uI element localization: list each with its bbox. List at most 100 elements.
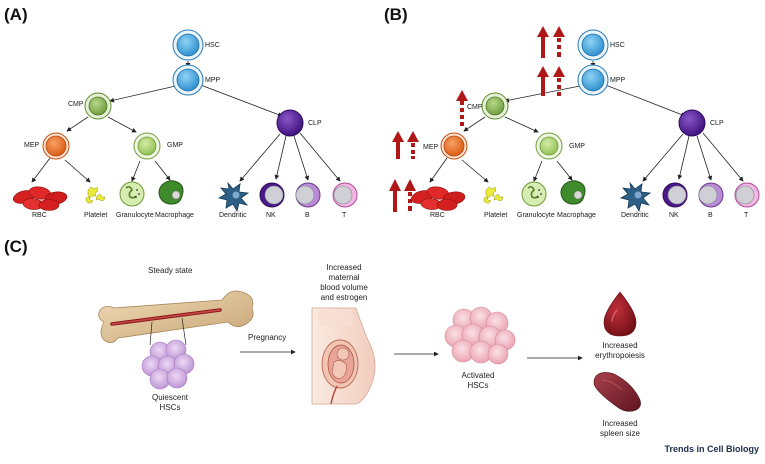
label-erythro-1: Increased: [602, 341, 637, 350]
label-maternal-1: Increased: [326, 263, 361, 272]
platelet-cells: [85, 186, 106, 204]
panel-label-b: (B): [384, 5, 408, 24]
label-dendritic: Dendritic: [219, 212, 247, 219]
arrow-clp-dendritic: [239, 133, 281, 182]
label-spleen-2: spleen size: [600, 429, 641, 438]
lineage-arrows-a: [31, 61, 341, 183]
increase-arrows: [389, 26, 565, 212]
rbc-cells: [12, 186, 68, 211]
label-granulocyte: Granulocyte: [116, 212, 154, 219]
macrophage-cell: [158, 180, 184, 205]
pregnant-abdomen-icon: [311, 307, 376, 405]
label-granulocyte-b: Granulocyte: [517, 212, 555, 219]
granulocyte-cell: [119, 181, 145, 207]
arrow-clp-b: [293, 135, 310, 181]
label-platelet-b: Platelet: [484, 212, 507, 219]
label-gmp: GMP: [167, 142, 183, 149]
arrow-mpp-cmp: [109, 84, 181, 103]
label-clp: CLP: [308, 120, 322, 127]
label-t-b: T: [744, 212, 749, 219]
callout-line-left: [149, 321, 153, 346]
spleen-icon: [593, 372, 641, 412]
dendritic-cell-b: [619, 181, 652, 213]
label-cmp: CMP: [68, 101, 84, 108]
panel-a: (A) HSC MPP: [4, 5, 358, 219]
quiescent-hsc-cluster: [141, 339, 195, 390]
label-quiescent-1: Quiescent: [152, 393, 189, 402]
label-mep-b: MEP: [423, 144, 439, 151]
gmp-cell: [133, 132, 161, 160]
nk-cell-b: [662, 182, 688, 208]
arrow-mep-platelet: [64, 159, 91, 183]
arrow-clp-nk: [274, 135, 287, 180]
nk-cell: [259, 182, 285, 208]
label-nk-b: NK: [669, 212, 679, 219]
label-gmp-b: GMP: [569, 143, 585, 150]
macrophage-cell-b: [560, 180, 586, 205]
up-arrow-rbc: [389, 179, 416, 212]
label-cmp-b: CMP: [467, 104, 483, 111]
label-b: B: [305, 212, 310, 219]
cmp-cell-b: [481, 92, 509, 120]
label-pregnancy: Pregnancy: [248, 333, 286, 342]
panel-label-a: (A): [4, 5, 28, 24]
label-spleen-1: Increased: [602, 419, 637, 428]
granulocyte-cell-b: [521, 181, 547, 207]
label-hsc: HSC: [205, 42, 220, 49]
blood-drop-icon: [603, 291, 637, 337]
label-maternal-2: maternal: [328, 273, 359, 282]
hsc-cell: [172, 29, 204, 61]
bone-icon: [98, 290, 254, 343]
b-cell-b: [698, 182, 724, 208]
panel-label-c: (C): [4, 237, 28, 256]
label-maternal-3: blood volume: [320, 283, 368, 292]
arrow-cmp-mep: [66, 116, 89, 132]
label-nk: NK: [266, 212, 276, 219]
label-clp-b: CLP: [710, 120, 724, 127]
activated-hsc-cluster: [444, 306, 516, 365]
label-platelet: Platelet: [84, 212, 107, 219]
arrow-gmp-granulocyte: [131, 160, 141, 182]
label-mpp-b: MPP: [610, 77, 626, 84]
arrow-clp-t: [299, 132, 341, 182]
t-cell: [332, 182, 358, 208]
label-macrophage: Macrophage: [155, 212, 194, 219]
panel-b: (B): [384, 5, 760, 219]
label-macrophage-b: Macrophage: [557, 212, 596, 219]
up-arrow-mpp: [537, 66, 565, 96]
t-cell-b: [734, 182, 760, 208]
label-t: T: [342, 212, 347, 219]
arrow-cmp-gmp: [107, 116, 137, 133]
arrow-mep-rbc: [31, 157, 51, 183]
cmp-cell: [84, 92, 112, 120]
arrow-mpp-clp: [197, 83, 283, 117]
label-mep: MEP: [24, 142, 40, 149]
label-b-b: B: [708, 212, 713, 219]
label-hsc-b: HSC: [610, 42, 625, 49]
label-activated-2: HSCs: [468, 381, 489, 390]
platelet-cells-b: [483, 186, 504, 204]
mpp-cell: [172, 64, 204, 96]
label-steady-state: Steady state: [148, 266, 193, 275]
mep-cell-b: [440, 132, 468, 160]
up-arrow-cmp: [456, 90, 468, 126]
label-maternal-4: and estrogen: [321, 293, 368, 302]
arrow-gmp-macrophage: [154, 160, 171, 181]
rbc-cells-b: [410, 186, 466, 211]
mpp-cell-b: [577, 64, 609, 96]
callout-line-right: [181, 317, 187, 346]
label-quiescent-2: HSCs: [160, 403, 181, 412]
journal-footer: Trends in Cell Biology: [664, 444, 759, 454]
clp-cell: [276, 109, 304, 137]
panel-c: (C) Steady state Quiescent HSCs Pregnanc…: [4, 237, 759, 454]
label-dendritic-b: Dendritic: [621, 212, 649, 219]
hsc-cell-b: [577, 29, 609, 61]
label-activated-1: Activated: [462, 371, 495, 380]
b-cell: [295, 182, 321, 208]
up-arrow-hsc: [537, 26, 565, 58]
label-rbc-b: RBC: [430, 212, 445, 219]
label-rbc: RBC: [32, 212, 47, 219]
mep-cell: [42, 132, 70, 160]
